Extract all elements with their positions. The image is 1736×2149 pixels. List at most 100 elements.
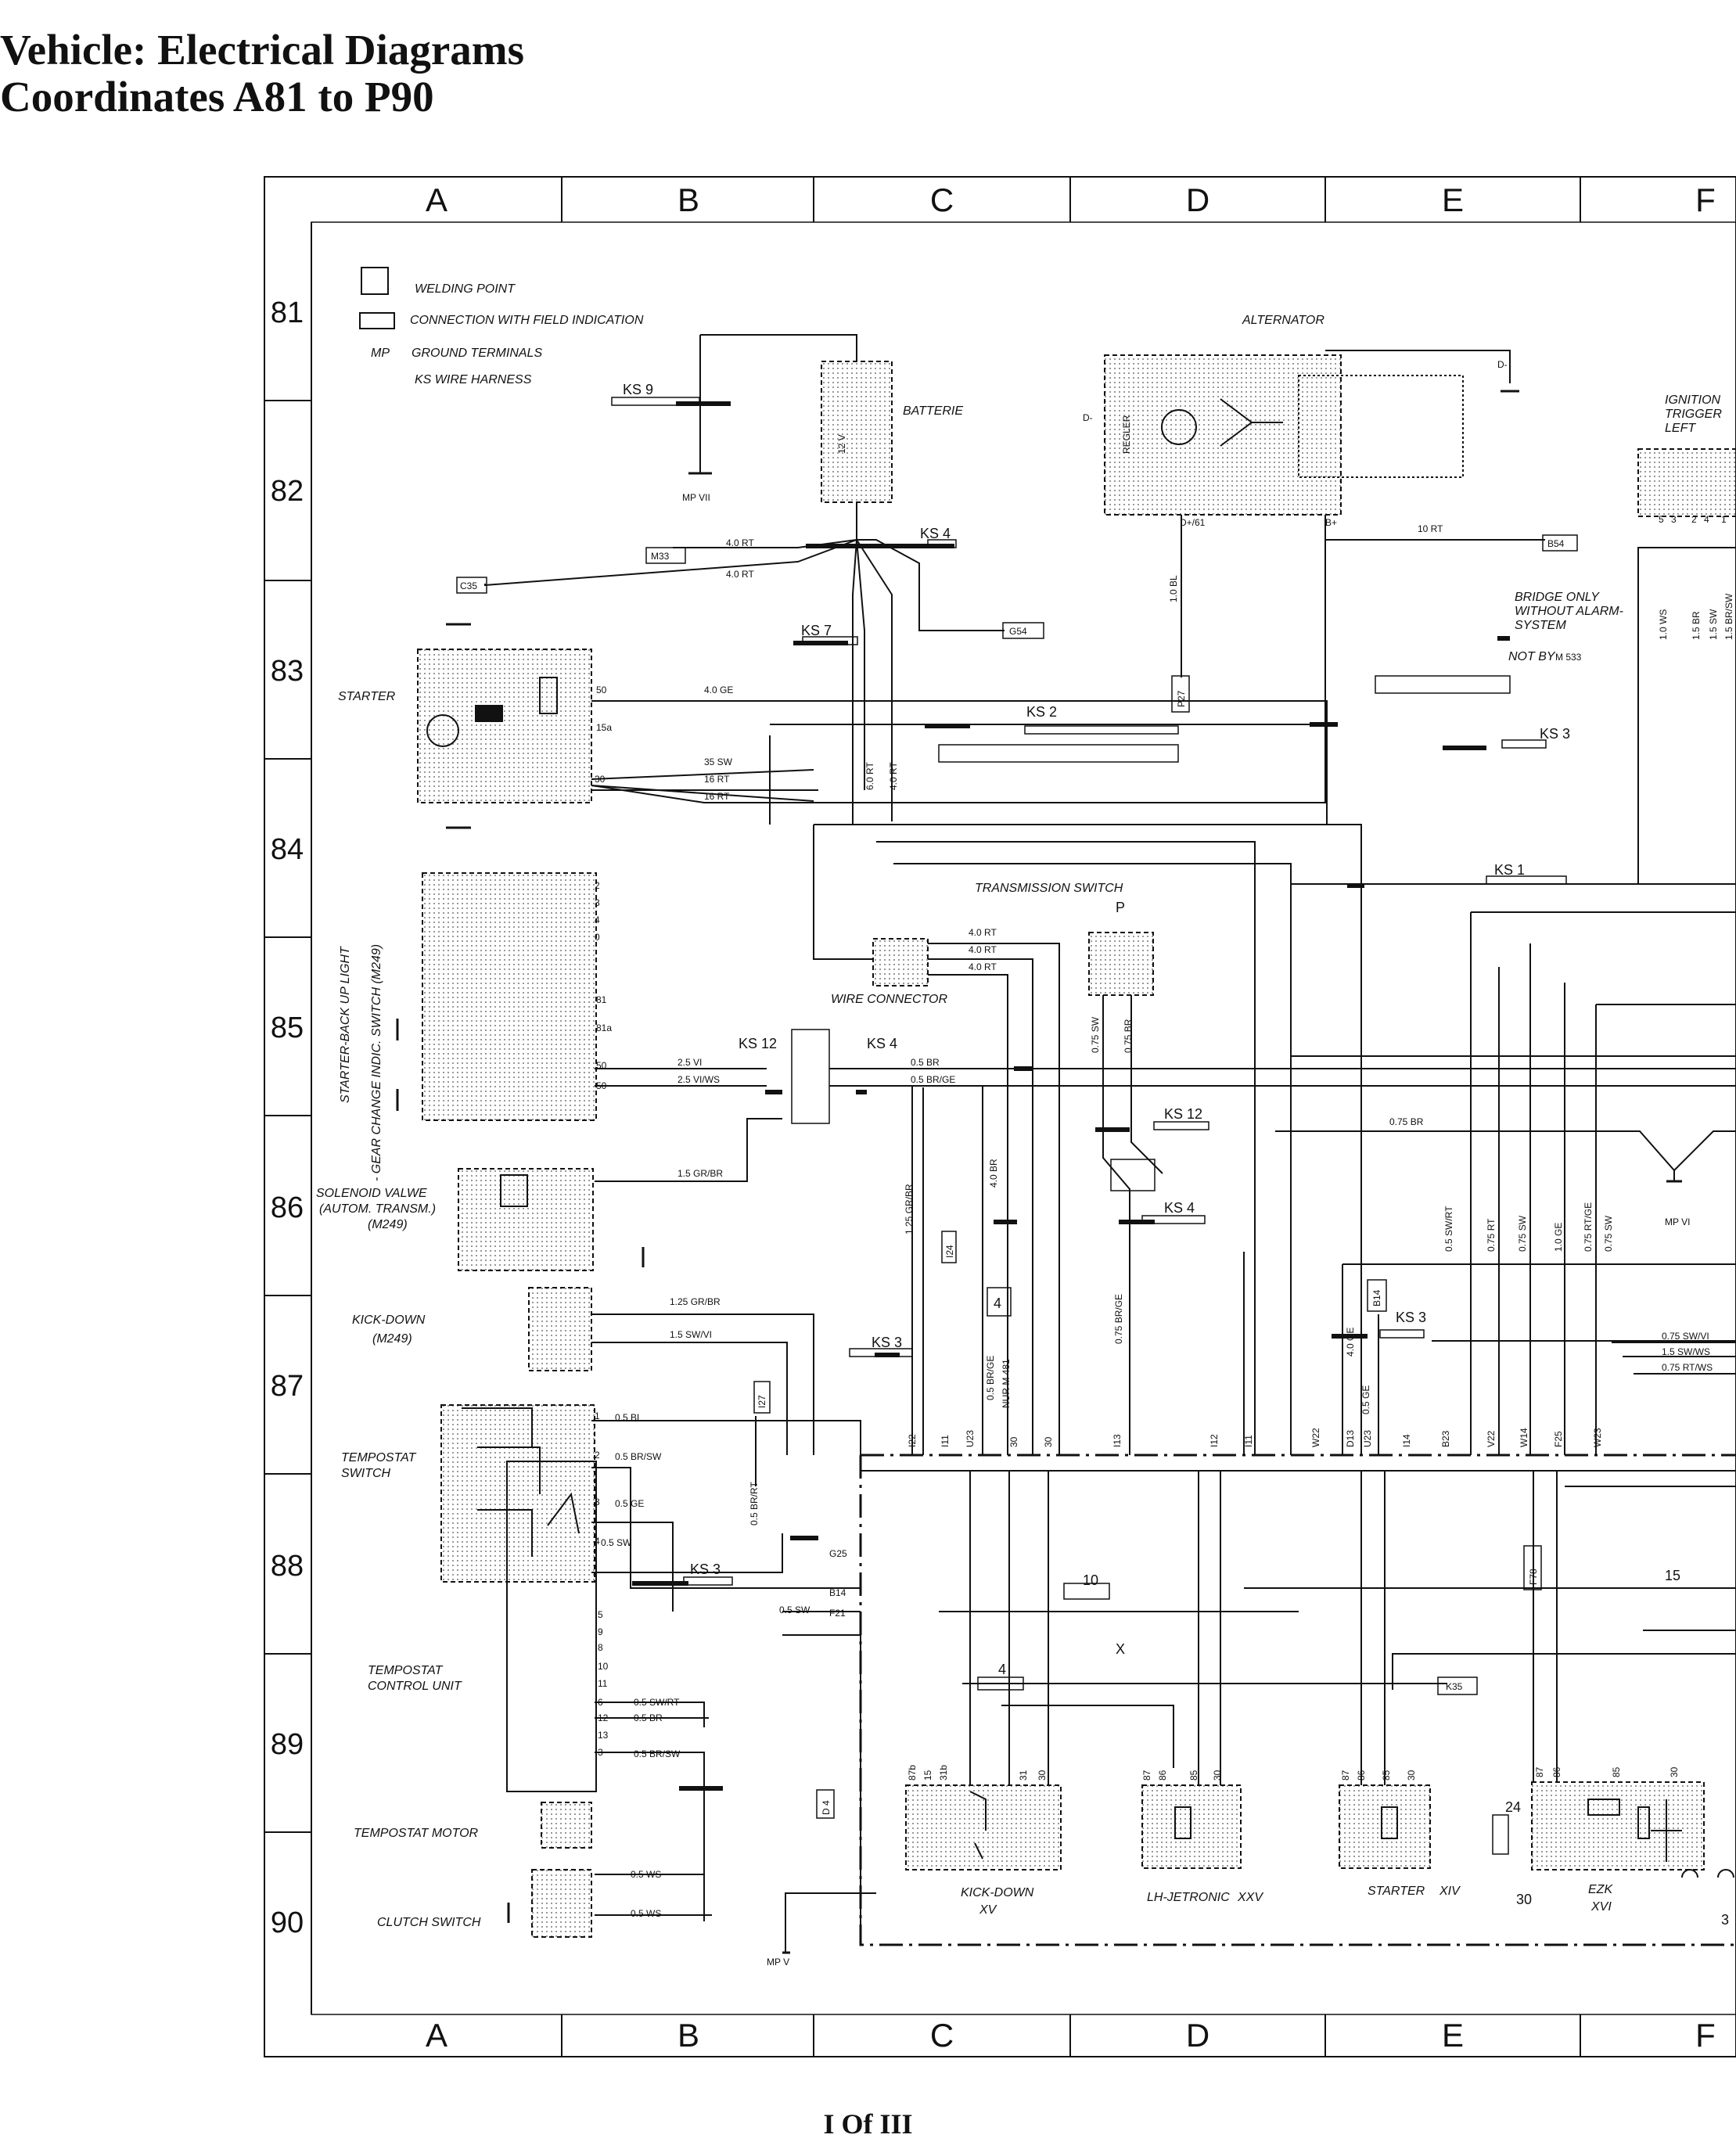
col-label-top: E bbox=[1442, 181, 1464, 218]
col-label-top: F bbox=[1695, 181, 1716, 218]
pin-label: G25 bbox=[829, 1548, 847, 1559]
ks4-label-mid: KS 4 bbox=[867, 1036, 897, 1051]
wire-label: 4.0 RT bbox=[888, 762, 899, 790]
bus-terminal: I14 bbox=[1401, 1434, 1412, 1447]
alternator-label: ALTERNATOR bbox=[1242, 314, 1324, 327]
relay-ezk-num: XVI bbox=[1590, 1900, 1612, 1914]
wire-label: 1.5 GR/BR bbox=[678, 1168, 723, 1179]
row-label: 81 bbox=[271, 296, 304, 329]
wire-label: 4.0 RT bbox=[969, 961, 997, 972]
battery-box bbox=[821, 361, 893, 503]
pin-label: 50 bbox=[596, 1080, 607, 1091]
wire-label: 0.5 SW/RT bbox=[634, 1697, 680, 1708]
tag-k35: K35 bbox=[1446, 1681, 1463, 1692]
transmission-switch-label: TRANSMISSION SWITCH bbox=[975, 882, 1123, 895]
wire-label: NUR M 481 bbox=[1001, 1359, 1012, 1408]
diagram-frame bbox=[264, 176, 1736, 2057]
trigger-pin: 2 bbox=[1691, 514, 1697, 525]
bus-terminal: I12 bbox=[1209, 1434, 1220, 1447]
row-label: 87 bbox=[271, 1370, 304, 1403]
pin-label: D- bbox=[1497, 359, 1508, 370]
bus-terminal: W14 bbox=[1519, 1428, 1529, 1447]
tempostat-unit-line1: TEMPOSTAT bbox=[368, 1664, 444, 1677]
wire-label: 4.0 BR bbox=[988, 1159, 999, 1188]
pin-label: 1 bbox=[595, 1411, 600, 1421]
relay-pin: 87 bbox=[1340, 1770, 1351, 1781]
tempostat-switch-line2: SWITCH bbox=[341, 1467, 391, 1480]
solenoid-box bbox=[458, 1168, 594, 1271]
wire-label: 0.5 BR/SW bbox=[615, 1451, 662, 1462]
wire-label: 16 RT bbox=[704, 791, 730, 802]
starter-box bbox=[417, 649, 592, 803]
ks3-label-e: KS 3 bbox=[1396, 1310, 1426, 1325]
tag-c35: C35 bbox=[460, 580, 477, 591]
bridge-note-line3: SYSTEM bbox=[1515, 619, 1566, 632]
mp5-label: MP V bbox=[767, 1957, 789, 1968]
relay-lh-name: LH-JETRONIC bbox=[1147, 1891, 1230, 1904]
solenoid-line1: SOLENOID VALWE bbox=[316, 1187, 427, 1200]
tag-g54: G54 bbox=[1009, 626, 1027, 637]
relay-pin: 30 bbox=[1212, 1770, 1223, 1781]
tag-box4: 4 bbox=[994, 1296, 1001, 1311]
relay-kickdown-num: XV bbox=[979, 1903, 997, 1917]
wire-label: 4.0 RT bbox=[726, 537, 754, 548]
tempostat-switch-line1: TEMPOSTAT bbox=[341, 1451, 417, 1464]
bus-terminal: 30 bbox=[1008, 1436, 1019, 1447]
bus-terminal: I22 bbox=[907, 1434, 918, 1447]
tag-i27: I27 bbox=[757, 1395, 767, 1408]
pin-label: 30 bbox=[595, 774, 606, 785]
col-label-bottom: F bbox=[1695, 2017, 1716, 2054]
relay-starter-box bbox=[1339, 1784, 1431, 1869]
tag-3: 3 bbox=[1721, 1912, 1729, 1928]
pin-label: 0 bbox=[595, 932, 600, 943]
wire-label: 1.5 SW/VI bbox=[670, 1329, 712, 1340]
legend-ks: KS WIRE HARNESS bbox=[415, 373, 532, 386]
relay-pin: 85 bbox=[1188, 1770, 1199, 1781]
clutch-switch-box bbox=[531, 1869, 592, 1938]
relay-lh-num: XXV bbox=[1237, 1891, 1263, 1904]
pin-label: 50 bbox=[596, 1060, 607, 1071]
col-label-bottom: A bbox=[426, 2017, 447, 2054]
tag-15: 15 bbox=[1665, 1568, 1680, 1583]
wire-label: 16 RT bbox=[704, 774, 730, 785]
wire-connector-box bbox=[872, 938, 929, 986]
pin-label: B14 bbox=[829, 1587, 846, 1598]
row-label: 82 bbox=[271, 475, 304, 508]
page-footer: I Of III bbox=[823, 2108, 913, 2140]
ks3-label-c: KS 3 bbox=[872, 1335, 902, 1350]
wire-label: 0.5 SW bbox=[779, 1605, 810, 1615]
trigger-pin: 3 bbox=[1671, 514, 1677, 525]
bus-terminal: B23 bbox=[1440, 1430, 1451, 1447]
relay-pin: 87b bbox=[907, 1765, 918, 1781]
pin-label: 13 bbox=[598, 1730, 609, 1741]
solenoid-line2: (AUTOM. TRANSM.) bbox=[319, 1202, 436, 1216]
col-label-bottom: E bbox=[1442, 2017, 1464, 2054]
bus-terminal: 30 bbox=[1043, 1436, 1054, 1447]
bus-terminal: U23 bbox=[1362, 1430, 1373, 1447]
wire-connector-label: WIRE CONNECTOR bbox=[831, 993, 947, 1006]
wire-label: 1.5 BR bbox=[1691, 611, 1702, 640]
wire-label: 0.5 SW bbox=[601, 1537, 632, 1548]
wire-label: 1.0 GE bbox=[1553, 1223, 1564, 1252]
not-by-label: NOT BY bbox=[1508, 650, 1556, 663]
battery-voltage: 12 V bbox=[836, 434, 847, 454]
relay-pin: 85 bbox=[1381, 1770, 1392, 1781]
wire-label: 0.75 SW bbox=[1517, 1215, 1528, 1252]
wire-label: 0.75 RT/GE bbox=[1583, 1202, 1594, 1252]
legend-welding: WELDING POINT bbox=[415, 282, 516, 296]
ks2-label: KS 2 bbox=[1026, 704, 1057, 720]
ignition-trigger-box bbox=[1637, 448, 1736, 517]
wire-label: 4.0 GE bbox=[1345, 1328, 1356, 1357]
wire-label: 1.5 SW/WS bbox=[1662, 1346, 1710, 1357]
relay-pin: 86 bbox=[1551, 1766, 1562, 1777]
wire-label: 2.5 VI bbox=[678, 1057, 702, 1068]
ks3-label-b: KS 3 bbox=[690, 1561, 721, 1577]
bus-terminal: V22 bbox=[1486, 1430, 1497, 1447]
page-title-line2: Coordinates A81 to P90 bbox=[0, 73, 434, 120]
bus-terminal: I11 bbox=[940, 1435, 951, 1447]
tag-b14: B14 bbox=[1371, 1289, 1382, 1306]
relay-pin: 85 bbox=[1611, 1766, 1622, 1777]
pin-label: 12 bbox=[598, 1712, 609, 1723]
pin-label: 3 bbox=[598, 1747, 603, 1758]
